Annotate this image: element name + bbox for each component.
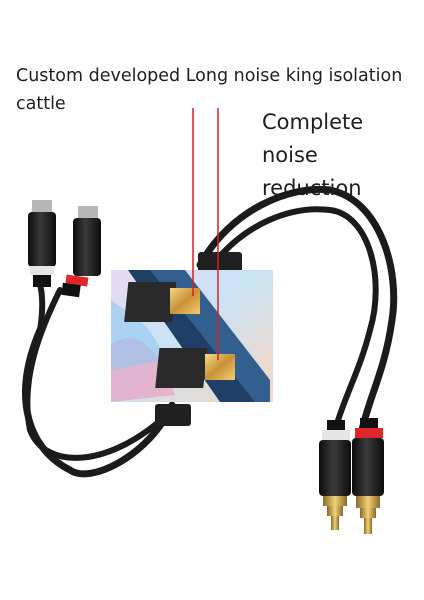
cable-assembly bbox=[22, 185, 398, 478]
rca-male-connector-white bbox=[319, 420, 351, 530]
chip-square-1 bbox=[170, 288, 200, 314]
rca-female-connector-white bbox=[28, 200, 56, 287]
chip-square-2 bbox=[205, 354, 235, 380]
splitter-boot-bottom bbox=[155, 404, 191, 426]
splitter-boot-top bbox=[198, 252, 242, 274]
rca-male-connector-red bbox=[352, 418, 384, 534]
rca-female-connector-red bbox=[61, 206, 101, 298]
chip-inset bbox=[111, 270, 273, 402]
callout-lines bbox=[192, 108, 219, 360]
caption-isolation-cable: Custom developed Long noise king isolati… bbox=[16, 66, 403, 114]
